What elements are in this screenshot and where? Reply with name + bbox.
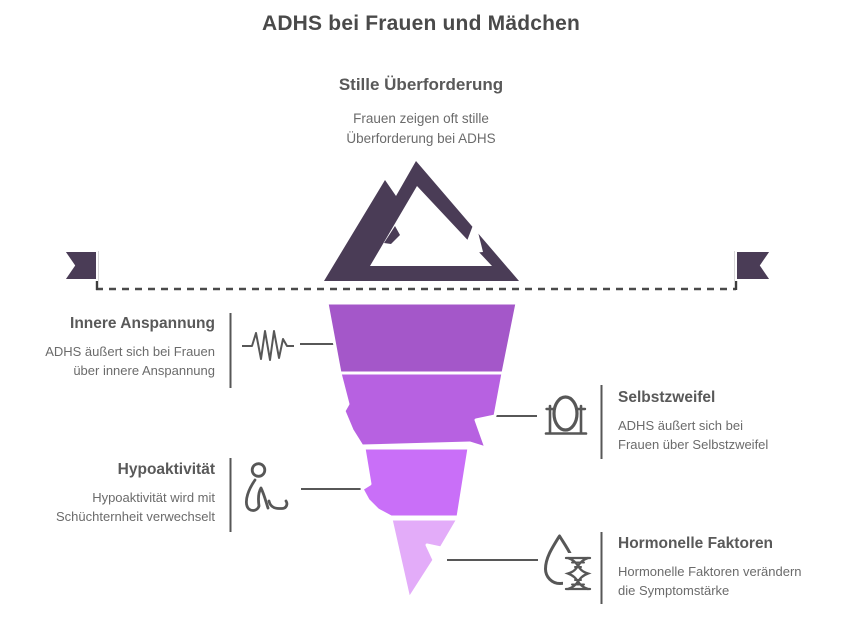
right-flag-icon — [734, 250, 773, 290]
section-title: Hormonelle Faktoren — [618, 535, 774, 552]
divider-lines — [229, 313, 603, 604]
surface-section-description: Frauen zeigen oft stille Überforderung b… — [346, 111, 496, 147]
section-description: Hormonelle Faktoren verändern die Sympto… — [618, 564, 802, 599]
section-title: Innere Anspannung — [70, 315, 215, 332]
connector-lines — [300, 343, 538, 561]
iceberg-segment-3 — [360, 446, 471, 519]
sitting-person-icon — [245, 462, 289, 512]
section-hypoaktivitaet: Hypoaktivität Hypoaktivität wird mit Sch… — [0, 461, 215, 526]
section-innere-anspannung: Innere Anspannung ADHS äußert sich bei F… — [0, 315, 215, 380]
iceberg-segment-1 — [325, 301, 519, 375]
mountain-icon — [324, 161, 519, 281]
section-description: Hypoaktivität wird mit Schüchternheit ve… — [56, 490, 215, 525]
iceberg-segment-4 — [389, 517, 460, 601]
section-title: Hypoaktivität — [117, 461, 215, 478]
surface-section-title: Stille Überforderung — [338, 75, 504, 94]
section-description: ADHS äußert sich bei Frauen über Selbstz… — [618, 418, 769, 453]
section-title: Selbstzweifel — [618, 389, 716, 406]
page-title: ADHS bei Frauen und Mädchen — [261, 12, 581, 35]
iceberg-segment-2 — [338, 371, 505, 450]
left-flag-icon — [62, 250, 99, 290]
waterline — [62, 250, 773, 291]
section-hormonelle-faktoren: Hormonelle Faktoren Hormonelle Faktoren … — [618, 535, 842, 600]
tension-wave-icon — [242, 330, 294, 361]
mountain-notch — [462, 220, 483, 254]
drop-dna-icon — [544, 534, 593, 593]
section-selbstzweifel: Selbstzweifel ADHS äußert sich bei Fraue… — [618, 389, 842, 454]
section-description: ADHS äußert sich bei Frauen über innere … — [45, 344, 215, 379]
mirror-icon — [544, 395, 588, 435]
iceberg — [325, 301, 519, 601]
